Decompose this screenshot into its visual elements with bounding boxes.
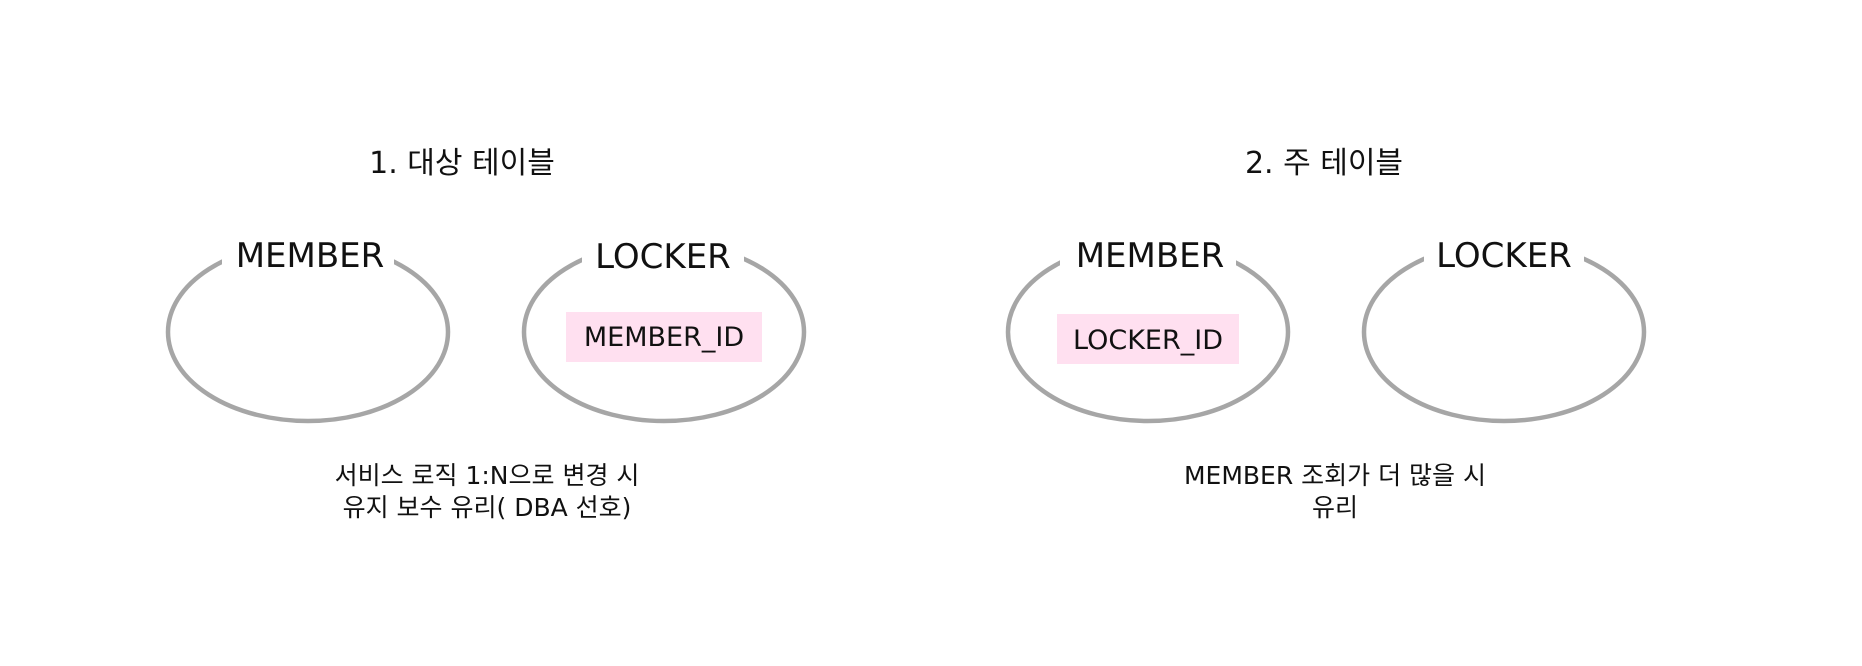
label-mask [1424, 238, 1584, 274]
entity-label: LOCKER [1436, 236, 1572, 276]
section-title: 1. 대상 테이블 [369, 146, 555, 181]
label-mask [582, 238, 744, 274]
entity-label: MEMBER [1076, 236, 1225, 276]
foreign-key-highlight [1057, 314, 1239, 364]
foreign-key-label: MEMBER_ID [584, 322, 744, 353]
foreign-key-highlight [566, 312, 762, 362]
caption-line-1: 서비스 로직 1:N으로 변경 시 [335, 461, 640, 490]
label-mask [222, 238, 394, 274]
caption-line-2: 유지 보수 유리( DBA 선호) [343, 493, 632, 522]
section-target-table: 1. 대상 테이블 MEMBER LOCKER MEMBER_ID 서비스 로직… [165, 146, 807, 522]
entity-label: LOCKER [595, 237, 731, 277]
entity-member: MEMBER [165, 236, 451, 424]
entity-label: MEMBER [236, 236, 385, 276]
entity-member: MEMBER LOCKER_ID [1005, 236, 1291, 424]
entity-locker: LOCKER [1361, 236, 1647, 424]
section-title: 2. 주 테이블 [1245, 146, 1403, 181]
label-mask [1060, 238, 1236, 274]
foreign-key-label: LOCKER_ID [1073, 325, 1223, 356]
caption-line-1: MEMBER 조회가 더 많을 시 [1184, 461, 1486, 490]
section-main-table: 2. 주 테이블 MEMBER LOCKER_ID LOCKER MEMBER … [1005, 146, 1647, 522]
caption-line-2: 유리 [1312, 493, 1358, 522]
entity-locker: LOCKER MEMBER_ID [521, 237, 807, 424]
